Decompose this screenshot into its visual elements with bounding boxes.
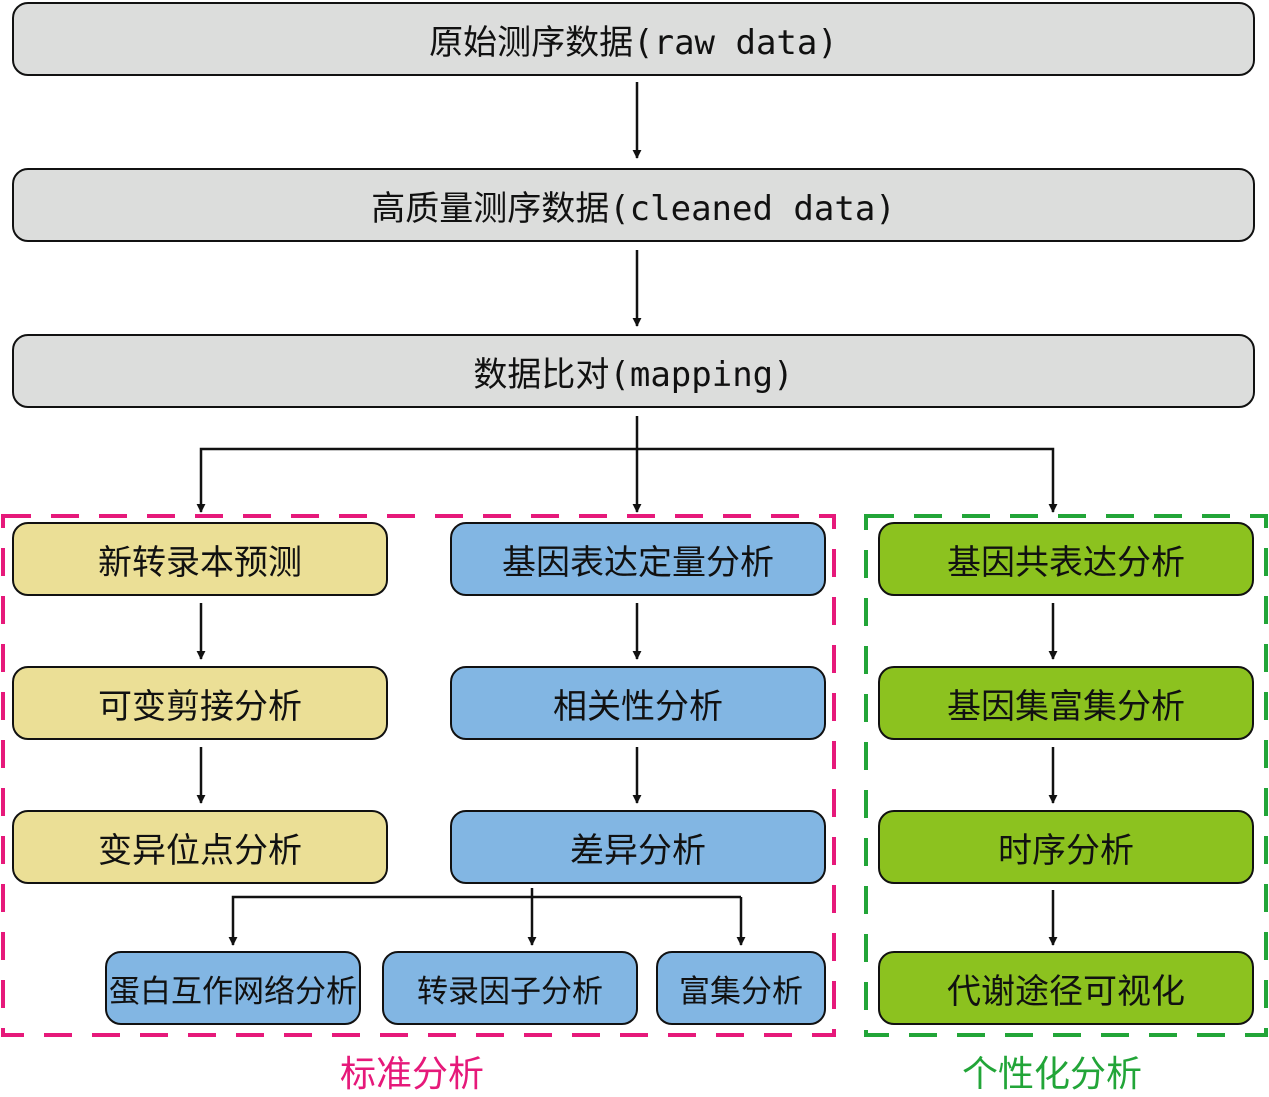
personalized-analysis-frame bbox=[864, 514, 1268, 1037]
cleaned-data-box: 高质量测序数据(cleaned data) bbox=[12, 168, 1255, 242]
correlation-analysis-box: 相关性分析 bbox=[450, 666, 826, 740]
arrow-mapping-to-green bbox=[637, 447, 1058, 513]
transcription-factor-box: 转录因子分析 bbox=[382, 951, 638, 1025]
gsea-box: 基因集富集分析 bbox=[878, 666, 1254, 740]
ppi-network-box: 蛋白互作网络分析 bbox=[105, 951, 361, 1025]
novel-transcript-prediction-box: 新转录本预测 bbox=[12, 522, 388, 596]
mapping-box: 数据比对(mapping) bbox=[12, 334, 1255, 408]
pathway-visualization-box: 代谢途径可视化 bbox=[878, 951, 1254, 1025]
differential-analysis-box: 差异分析 bbox=[450, 810, 826, 884]
gene-expression-quantification-box: 基因表达定量分析 bbox=[450, 522, 826, 596]
personalized-analysis-label: 个性化分析 bbox=[962, 1054, 1143, 1095]
alternative-splicing-box: 可变剪接分析 bbox=[12, 666, 388, 740]
enrichment-analysis-box: 富集分析 bbox=[656, 951, 826, 1025]
time-series-box: 时序分析 bbox=[878, 810, 1254, 884]
raw-data-box: 原始测序数据(raw data) bbox=[12, 2, 1255, 76]
arrow-diff-to-ppi bbox=[228, 895, 741, 946]
coexpression-box: 基因共表达分析 bbox=[878, 522, 1254, 596]
variant-site-box: 变异位点分析 bbox=[12, 810, 388, 884]
arrow-mapping-to-yellow bbox=[196, 447, 637, 513]
standard-analysis-label: 标准分析 bbox=[340, 1054, 485, 1095]
